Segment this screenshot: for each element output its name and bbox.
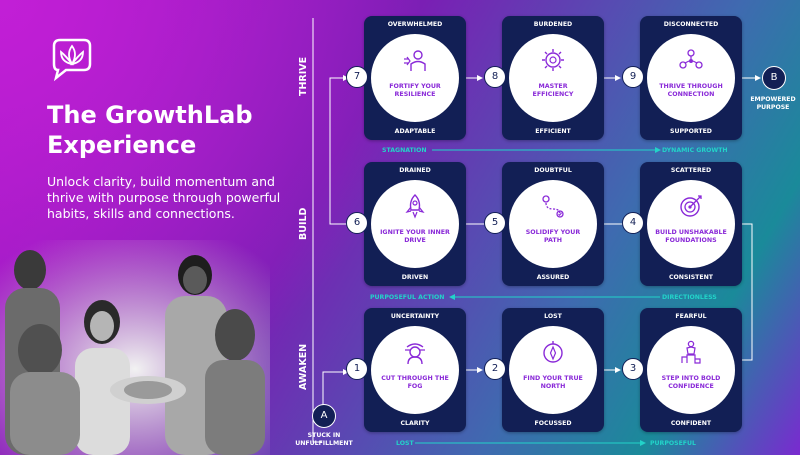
step-before-state: DOUBTFUL <box>534 167 572 174</box>
flow-label-dynamic-growth: DYNAMIC GROWTH <box>662 147 728 154</box>
step-after-state: ASSURED <box>536 274 570 281</box>
step-before-state: UNCERTAINTY <box>390 313 440 320</box>
step-circle: FIND YOUR TRUE NORTH <box>509 326 597 414</box>
step-number-6: 6 <box>346 212 368 234</box>
step-number-3: 3 <box>622 358 644 380</box>
lotus-chat-logo-icon <box>52 38 92 82</box>
end-badge: B <box>762 66 786 90</box>
step-circle: CUT THROUGH THE FOG <box>371 326 459 414</box>
row-label-build: BUILD <box>298 207 309 240</box>
flow-label-directionless: DIRECTIONLESS <box>662 294 717 301</box>
end-caption-line-2: PURPOSE <box>756 104 790 111</box>
step-after-state: ADAPTABLE <box>394 128 436 135</box>
step-number-2: 2 <box>484 358 506 380</box>
step-circle: SOLIDIFY YOUR PATH <box>509 180 597 268</box>
flow-label-purposeful: PURPOSEFUL <box>650 440 696 447</box>
step-title: SOLIDIFY YOUR PATH <box>525 229 581 244</box>
step-title: FIND YOUR TRUE NORTH <box>523 375 583 390</box>
start-caption-line-1: STUCK IN <box>307 432 341 439</box>
step-number-1: 1 <box>346 358 368 380</box>
step-circle: BUILD UNSHAKABLE FOUNDATIONS <box>647 180 735 268</box>
step-title: STEP INTO BOLD CONFIDENCE <box>661 375 721 390</box>
step-card-9: DISCONNECTED THRIVE THROUGH CONNECTION S… <box>640 16 742 140</box>
head-fog-icon <box>405 343 425 365</box>
path-icon <box>542 195 564 218</box>
step-circle: FORTIFY YOUR RESILIENCE <box>371 34 459 122</box>
step-circle: MASTER EFFICIENCY <box>509 34 597 122</box>
step-card-1: UNCERTAINTY CUT THROUGH THE FOG CLARITY <box>364 308 466 432</box>
flow-label-lost: LOST <box>396 440 414 447</box>
step-after-state: DRIVEN <box>401 274 429 281</box>
step-title: IGNITE YOUR INNER DRIVE <box>380 229 450 244</box>
row-label-thrive: THRIVE <box>298 56 309 96</box>
page-title: The GrowthLab Experience <box>47 100 307 160</box>
step-before-state: SCATTERED <box>670 167 712 174</box>
step-card-4: SCATTERED BUILD UNSHAKABLE FOUNDATIONS C… <box>640 162 742 286</box>
efficiency-gear-icon <box>542 49 564 71</box>
step-after-state: CLARITY <box>400 420 430 427</box>
step-before-state: OVERWHELMED <box>387 21 443 28</box>
step-after-state: FOCUSSED <box>534 420 572 427</box>
title-line-1: The GrowthLab <box>47 101 253 129</box>
step-after-state: SUPPORTED <box>670 128 712 135</box>
step-before-state: FEARFUL <box>675 313 707 320</box>
step-card-5: DOUBTFUL SOLIDIFY YOUR PATH ASSURED <box>502 162 604 286</box>
step-title: CUT THROUGH THE FOG <box>381 375 449 390</box>
compass-icon <box>543 341 563 363</box>
step-number-5: 5 <box>484 212 506 234</box>
end-caption: EMPOWERED PURPOSE <box>740 96 800 112</box>
step-number-9: 9 <box>622 66 644 88</box>
step-title: BUILD UNSHAKABLE FOUNDATIONS <box>655 229 727 244</box>
flow-label-purposeful-action: PURPOSEFUL ACTION <box>370 294 445 301</box>
step-before-state: BURDENED <box>533 21 573 28</box>
step-card-6: DRAINED IGNITE YOUR INNER DRIVE DRIVEN <box>364 162 466 286</box>
step-number-8: 8 <box>484 66 506 88</box>
flow-label-stagnation: STAGNATION <box>382 147 427 154</box>
title-line-2: Experience <box>47 131 197 159</box>
step-title: THRIVE THROUGH CONNECTION <box>659 83 723 98</box>
step-after-state: CONSISTENT <box>668 274 714 281</box>
step-after-state: EFFICIENT <box>535 128 571 135</box>
start-badge: A <box>312 404 336 428</box>
step-card-7: OVERWHELMED FORTIFY YOUR RESILIENCE ADAP… <box>364 16 466 140</box>
step-before-state: LOST <box>544 313 562 320</box>
step-after-state: CONFIDENT <box>670 420 712 427</box>
step-title: FORTIFY YOUR RESILIENCE <box>389 83 441 98</box>
podium-icon <box>681 340 701 364</box>
step-number-4: 4 <box>622 212 644 234</box>
network-icon <box>679 49 703 69</box>
step-card-8: BURDENED MASTER EFFICIENCY EFFICIENT <box>502 16 604 140</box>
journey-diagram: THRIVE BUILD AWAKEN OVERWHELMED FORTIFY … <box>270 0 800 455</box>
step-before-state: DRAINED <box>399 167 431 174</box>
team-hands-photo <box>0 240 270 455</box>
row-label-awaken: AWAKEN <box>298 343 309 390</box>
step-circle: STEP INTO BOLD CONFIDENCE <box>647 326 735 414</box>
step-number-7: 7 <box>346 66 368 88</box>
end-caption-line-1: EMPOWERED <box>750 96 796 103</box>
step-card-2: LOST FIND YOUR TRUE NORTH FOCUSSED <box>502 308 604 432</box>
step-title: MASTER EFFICIENCY <box>532 83 574 98</box>
target-icon <box>680 195 702 217</box>
step-circle: THRIVE THROUGH CONNECTION <box>647 34 735 122</box>
resilience-icon <box>404 50 426 71</box>
start-caption: STUCK IN UNFULFILLMENT <box>290 432 358 448</box>
start-caption-line-2: UNFULFILLMENT <box>295 440 353 447</box>
rocket-icon <box>405 194 425 219</box>
step-before-state: DISCONNECTED <box>663 21 719 28</box>
page-subtitle: Unlock clarity, build momentum and thriv… <box>47 174 281 221</box>
step-card-3: FEARFUL STEP INTO BOLD CONFIDENCE CONFID… <box>640 308 742 432</box>
step-circle: IGNITE YOUR INNER DRIVE <box>371 180 459 268</box>
